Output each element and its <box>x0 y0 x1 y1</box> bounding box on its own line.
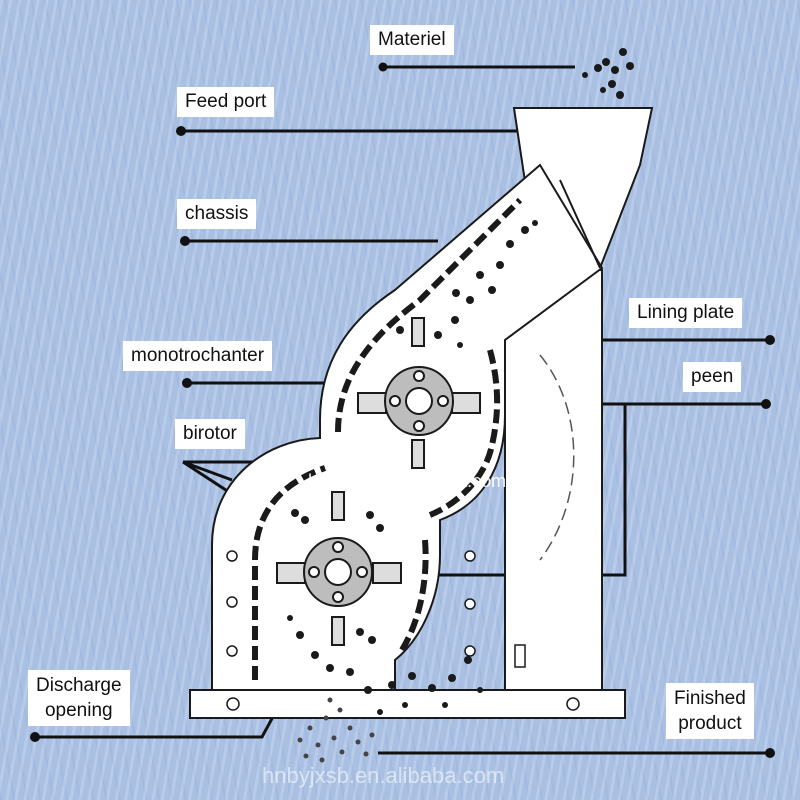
material-particles <box>287 48 634 715</box>
watermark-center: hnbyjxsb.en.alibaba.com <box>308 471 507 491</box>
right-housing <box>504 269 603 691</box>
lower-rotor <box>276 491 402 646</box>
discharge-line2: opening <box>44 700 113 721</box>
inner-liner <box>428 349 501 518</box>
discharge-line1: Discharge <box>36 675 122 696</box>
finished-line1: Finished <box>674 688 746 709</box>
lower-right-liner <box>399 539 429 652</box>
bolt-holes <box>226 550 580 711</box>
label-lining-plate: Lining plate <box>629 298 743 328</box>
upper-rotor <box>357 317 481 469</box>
leader-birotor-b <box>182 460 233 482</box>
watermark-bottom: hnbyjxsb.en.alibaba.com <box>262 763 505 788</box>
label-finished-product: Finished product <box>666 683 754 739</box>
label-monotrochanter: monotrochanter <box>123 341 273 371</box>
label-birotor: birotor <box>175 419 245 449</box>
lower-liner <box>252 465 326 680</box>
side-plate-divider <box>559 179 601 269</box>
label-chassis: chassis <box>177 199 257 229</box>
label-materiel: Materiel <box>370 25 454 55</box>
leader-peen-lower <box>412 404 627 577</box>
finished-line2: product <box>678 713 742 734</box>
upper-liner <box>335 197 523 433</box>
finished-product-pile <box>297 697 375 763</box>
rotor-guard-arc <box>539 354 575 561</box>
label-discharge-opening: Discharge opening <box>28 670 130 726</box>
label-peen: peen <box>683 362 742 392</box>
label-feed-port: Feed port <box>177 87 275 117</box>
lining-bands <box>252 197 523 680</box>
